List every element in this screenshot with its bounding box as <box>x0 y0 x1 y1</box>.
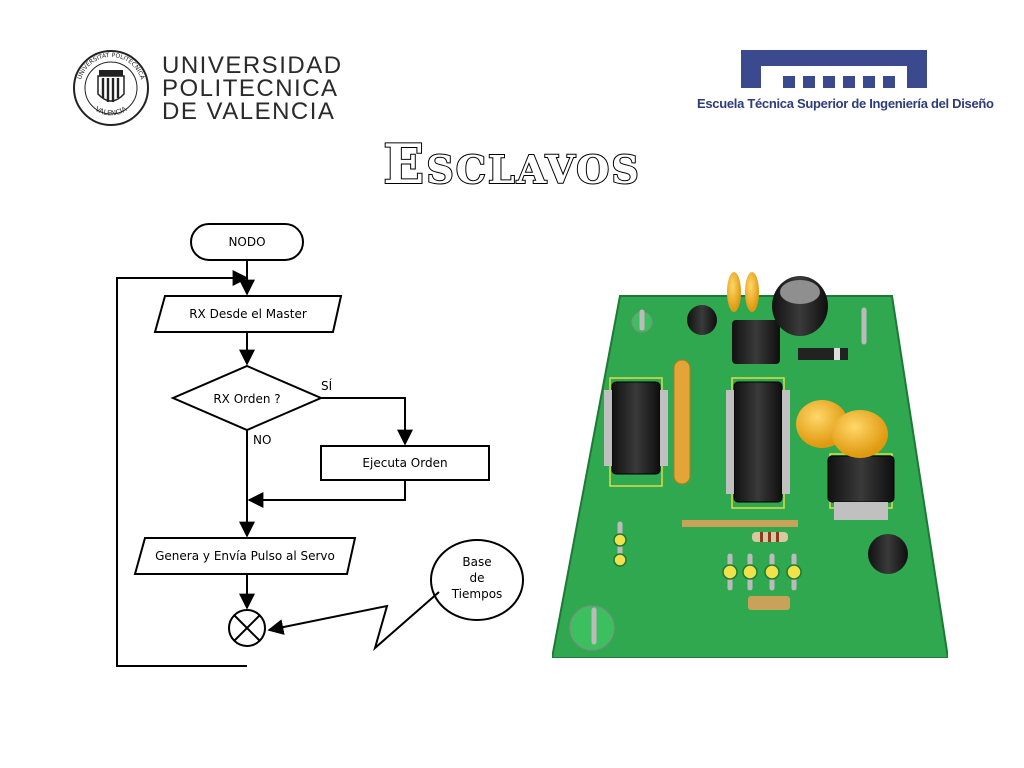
yes-label: SÍ <box>321 378 333 393</box>
generate-label: Genera y Envía Pulso al Servo <box>155 549 335 563</box>
timebase-ellipse <box>430 539 524 621</box>
generate-box <box>133 537 357 575</box>
upv-seal-logo: UNIVERSITAT POLITÈCNICA VALENCIA <box>73 50 149 126</box>
svg-text:VALENCIA: VALENCIA <box>94 105 129 117</box>
no-label: NO <box>253 433 271 447</box>
execute-box <box>320 445 490 481</box>
timebase-line-3: Tiempos <box>451 587 503 601</box>
university-line-3: DE VALENCIA <box>162 98 336 125</box>
seal-bottom-text: VALENCIA <box>94 105 129 117</box>
university-name: UNIVERSIDAD POLITECNICA DE VALENCIA <box>162 52 343 125</box>
slide-title: Esclavos <box>382 131 641 197</box>
execute-label: Ejecuta Orden <box>362 456 447 470</box>
university-line-1: UNIVERSIDAD <box>162 52 343 79</box>
flowchart-diagram: NODO RX Desde el Master RX Orden ? SÍ NO… <box>116 223 524 667</box>
rx-master-label: RX Desde el Master <box>189 307 307 321</box>
timebase-line-2: de <box>470 571 485 585</box>
pcb-render-image <box>552 272 948 658</box>
school-logo <box>741 50 927 88</box>
school-name: Escuela Técnica Superior de Ingeniería d… <box>697 96 994 111</box>
university-line-2: POLITECNICA <box>162 75 339 102</box>
decision-label: RX Orden ? <box>213 392 280 406</box>
rx-master-box <box>153 295 343 333</box>
start-label: NODO <box>228 235 265 249</box>
timebase-line-1: Base <box>462 555 491 569</box>
